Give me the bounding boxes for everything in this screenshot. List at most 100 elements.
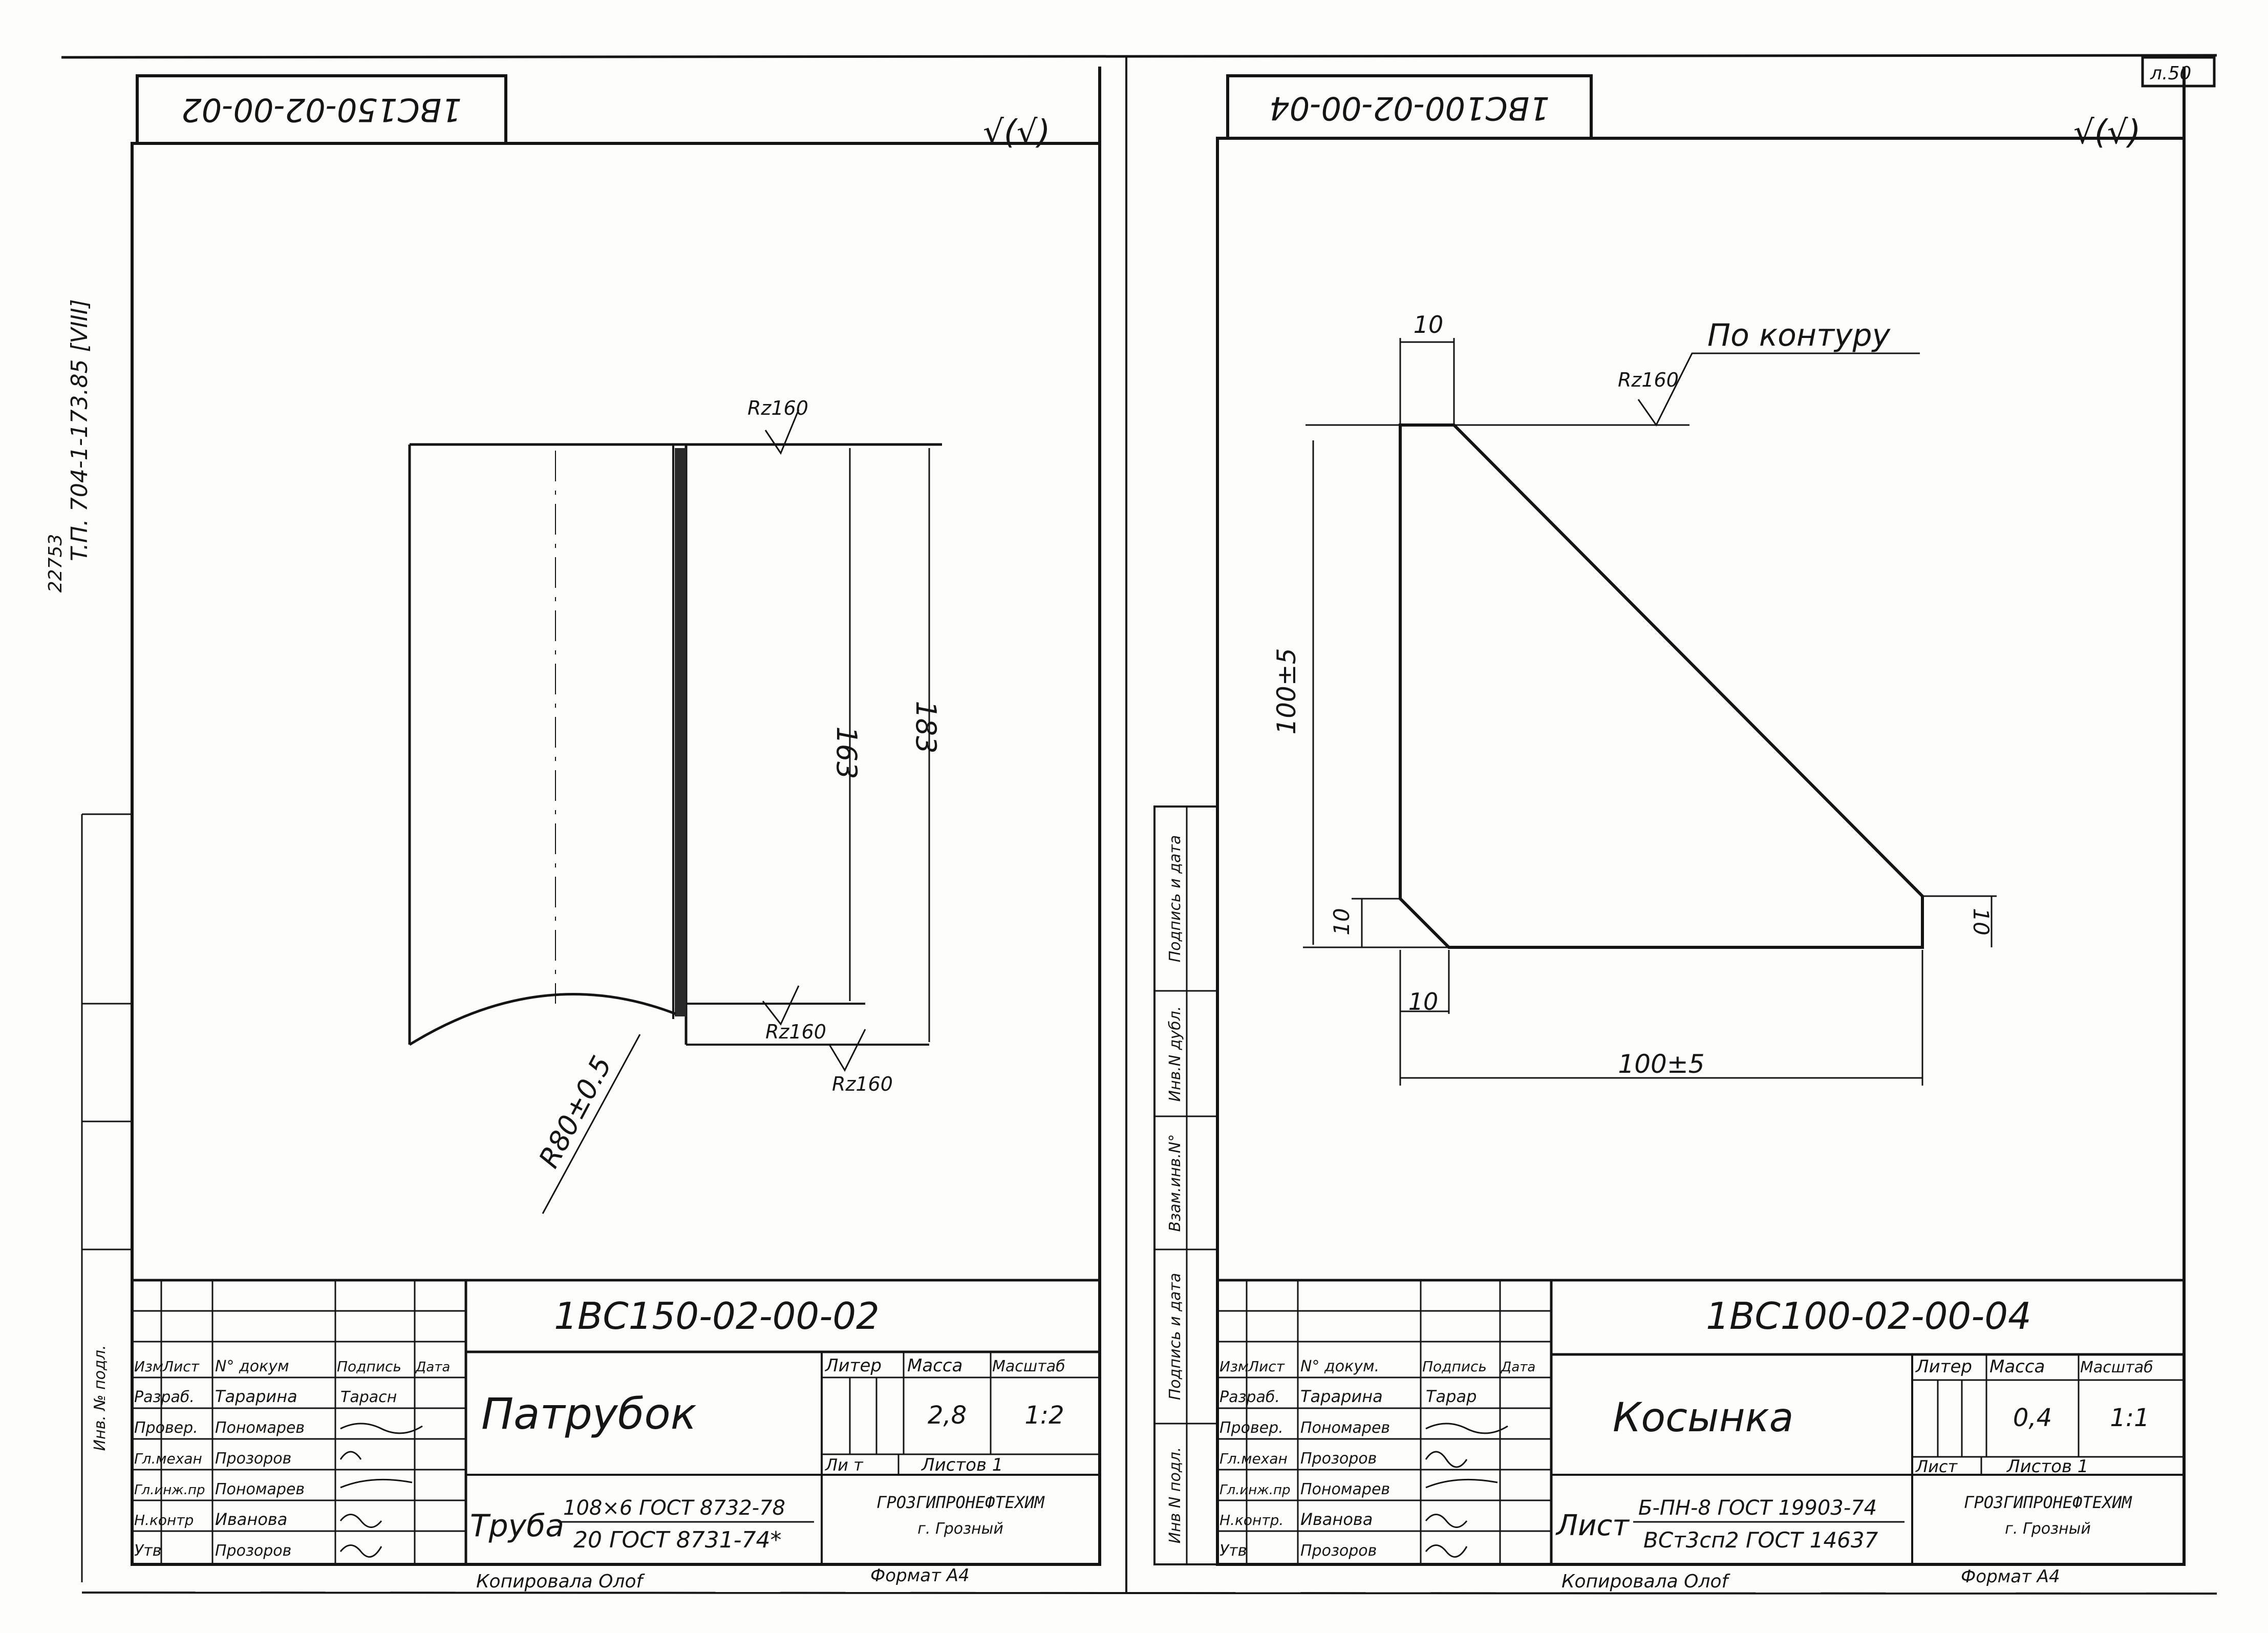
r-role-0: Разраб.	[1219, 1388, 1280, 1406]
contour-note: По контуру	[1707, 317, 1891, 353]
margin-number: 22753	[45, 534, 66, 593]
r-sheet-label: Лист	[1915, 1457, 1958, 1476]
weld-seam-hatch	[675, 448, 686, 1016]
right-side-stamp: Инв N подл. Подпись и дата Взам.инв.N° И…	[1153, 805, 1218, 1565]
role-0: Разраб.	[134, 1388, 195, 1406]
left-title-code: 1BC150-02-00-02	[554, 1295, 880, 1338]
dim-bottom-small: 10	[1408, 988, 1439, 1015]
side-stamp-1: Подпись и дата	[1166, 1273, 1184, 1401]
left-format: Формат А4	[870, 1565, 970, 1586]
r-name-1: Пономарев	[1300, 1419, 1390, 1437]
side-stamp-0: Инв N подл.	[1166, 1447, 1184, 1544]
top-trim-line	[61, 54, 2217, 59]
dim-width: 100±5	[1618, 1049, 1704, 1079]
margin-stamp: T.П. 704-1-173.85 [VIII]	[67, 299, 93, 561]
right-mass: 0,4	[2013, 1404, 2052, 1432]
role-3: Гл.инж.пр	[134, 1482, 205, 1498]
r-role-3: Гл.инж.пр	[1219, 1482, 1290, 1498]
role-2: Гл.механ	[134, 1450, 202, 1467]
r-name-4: Иванова	[1300, 1510, 1373, 1529]
left-part-name: Патрубок	[481, 1389, 697, 1439]
r-name-3: Пономарев	[1300, 1480, 1390, 1498]
material-bottom: 20 ГОСТ 8731-74*	[573, 1527, 782, 1553]
right-copied: Копировала Олоf	[1561, 1571, 1731, 1592]
dim-left-small: 10	[1329, 908, 1354, 935]
left-copied: Копировала Олоf	[476, 1571, 646, 1592]
dim-top-width: 10	[1414, 311, 1444, 338]
scale-label: Масштаб	[992, 1358, 1065, 1375]
r-hdr-ndok: N° докум.	[1300, 1358, 1379, 1375]
right-top-stamp-box	[1226, 74, 1593, 140]
r-role-1: Провер.	[1219, 1419, 1283, 1437]
left-mass: 2,8	[928, 1401, 967, 1430]
role-1: Провер.	[134, 1419, 198, 1437]
name-0: Тарарина	[215, 1387, 297, 1406]
left-drawing: 1BC150-02-00-02 √(√) 163 183 R80±0.5 Rz1…	[81, 67, 1101, 1592]
hdr-podpis: Подпись	[337, 1358, 401, 1375]
right-frame	[1216, 137, 2186, 1566]
r-hdr-data: Дата	[1501, 1360, 1535, 1375]
right-roughness-mark: √(√)	[2073, 114, 2141, 152]
left-roughness-mark: √(√)	[983, 114, 1051, 152]
left-title-block: Изм Лист N° докум Подпись Дата Разраб. П…	[131, 1279, 1101, 1592]
right-title-block: Изм Лист N° докум. Подпись Дата Разраб. …	[1216, 1279, 2186, 1592]
gusset-part: 10 100±5 10 10 10 100±5 Rz160 По контуру	[1272, 311, 1997, 1086]
r-hdr-podpis: Подпись	[1422, 1358, 1487, 1375]
name-3: Пономарев	[215, 1480, 305, 1498]
r-role-4: Н.контр.	[1219, 1512, 1283, 1529]
r-scale-label: Масштаб	[2080, 1359, 2153, 1376]
top-roughness: Rz160	[747, 397, 808, 419]
r-liter-label: Литер	[1915, 1356, 1972, 1377]
dim-right-small: 10	[1969, 908, 1994, 935]
r-name-2: Прозоров	[1300, 1450, 1377, 1468]
material-prefix: Труба	[470, 1508, 564, 1544]
mass-label: Масса	[907, 1355, 962, 1376]
side-stamp-2: Взам.инв.N°	[1166, 1134, 1184, 1232]
hdr-izm: Изм	[134, 1358, 163, 1375]
left-city: г. Грозный	[917, 1520, 1003, 1538]
r-hdr-list: Лист	[1248, 1358, 1285, 1375]
r-material-bottom: ВСт3сп2 ГОСТ 14637	[1643, 1528, 1878, 1553]
hdr-ndok: N° докум	[215, 1358, 289, 1375]
r-name-0: Тарарина	[1300, 1387, 1383, 1406]
side-stamp-4: Подпись и дата	[1166, 835, 1184, 963]
left-top-stamp-code: 1BC150-02-00-02	[181, 91, 461, 129]
gusset-roughness: Rz160	[1618, 369, 1679, 391]
sheets-label: Листов 1	[921, 1455, 1003, 1475]
signature-1: Тарасн	[340, 1388, 397, 1406]
bottom-trim-line	[81, 1592, 2217, 1595]
sheet-label: Ли т	[825, 1455, 864, 1475]
role-4: Н.контр	[134, 1512, 194, 1529]
dim-inner-length: 163	[830, 726, 863, 779]
r-mass-label: Масса	[1989, 1356, 2045, 1377]
margin-note: Инв. № подл.	[91, 1345, 109, 1451]
side-stamp-3: Инв.N дубл.	[1166, 1006, 1184, 1102]
r-hdr-izm: Изм	[1219, 1358, 1249, 1375]
left-scale: 1:2	[1024, 1401, 1064, 1430]
r-role-5: Утв	[1219, 1542, 1247, 1560]
right-city: г. Грозный	[2005, 1520, 2091, 1538]
right-title-code: 1BC100-02-00-04	[1706, 1295, 2031, 1338]
right-drawing: 1BC100-02-00-04 √(√) 10 100±5 10 10 10	[1153, 67, 2186, 1592]
page-label-box	[2141, 56, 2216, 88]
name-2: Прозоров	[215, 1450, 291, 1468]
name-1: Пономарев	[215, 1419, 305, 1437]
bottom-roughness-2: Rz160	[832, 1073, 893, 1095]
dim-outer-length: 183	[910, 701, 942, 753]
right-top-stamp-code: 1BC100-02-00-04	[1269, 90, 1549, 127]
role-5: Утв	[134, 1542, 161, 1560]
left-org: ГРОЗГИПРОНЕФТЕХИМ	[876, 1493, 1045, 1512]
r-material-prefix: Лист	[1555, 1509, 1630, 1542]
pipe-part: 163 183 R80±0.5 Rz160 Rz160 Rz160	[408, 397, 942, 1214]
name-4: Иванова	[215, 1510, 287, 1529]
r-sheets-label: Листов 1	[2006, 1456, 2088, 1477]
right-format: Формат А4	[1961, 1566, 2060, 1587]
left-top-stamp-box	[136, 74, 507, 145]
liter-label: Литер	[824, 1355, 882, 1376]
name-5: Прозоров	[215, 1542, 291, 1560]
material-top: 108×6 ГОСТ 8732-78	[563, 1496, 785, 1520]
hdr-list: Лист	[162, 1358, 200, 1375]
dim-height: 100±5	[1272, 648, 1301, 734]
right-org: ГРОЗГИПРОНЕФТЕХИМ	[1964, 1493, 2132, 1512]
